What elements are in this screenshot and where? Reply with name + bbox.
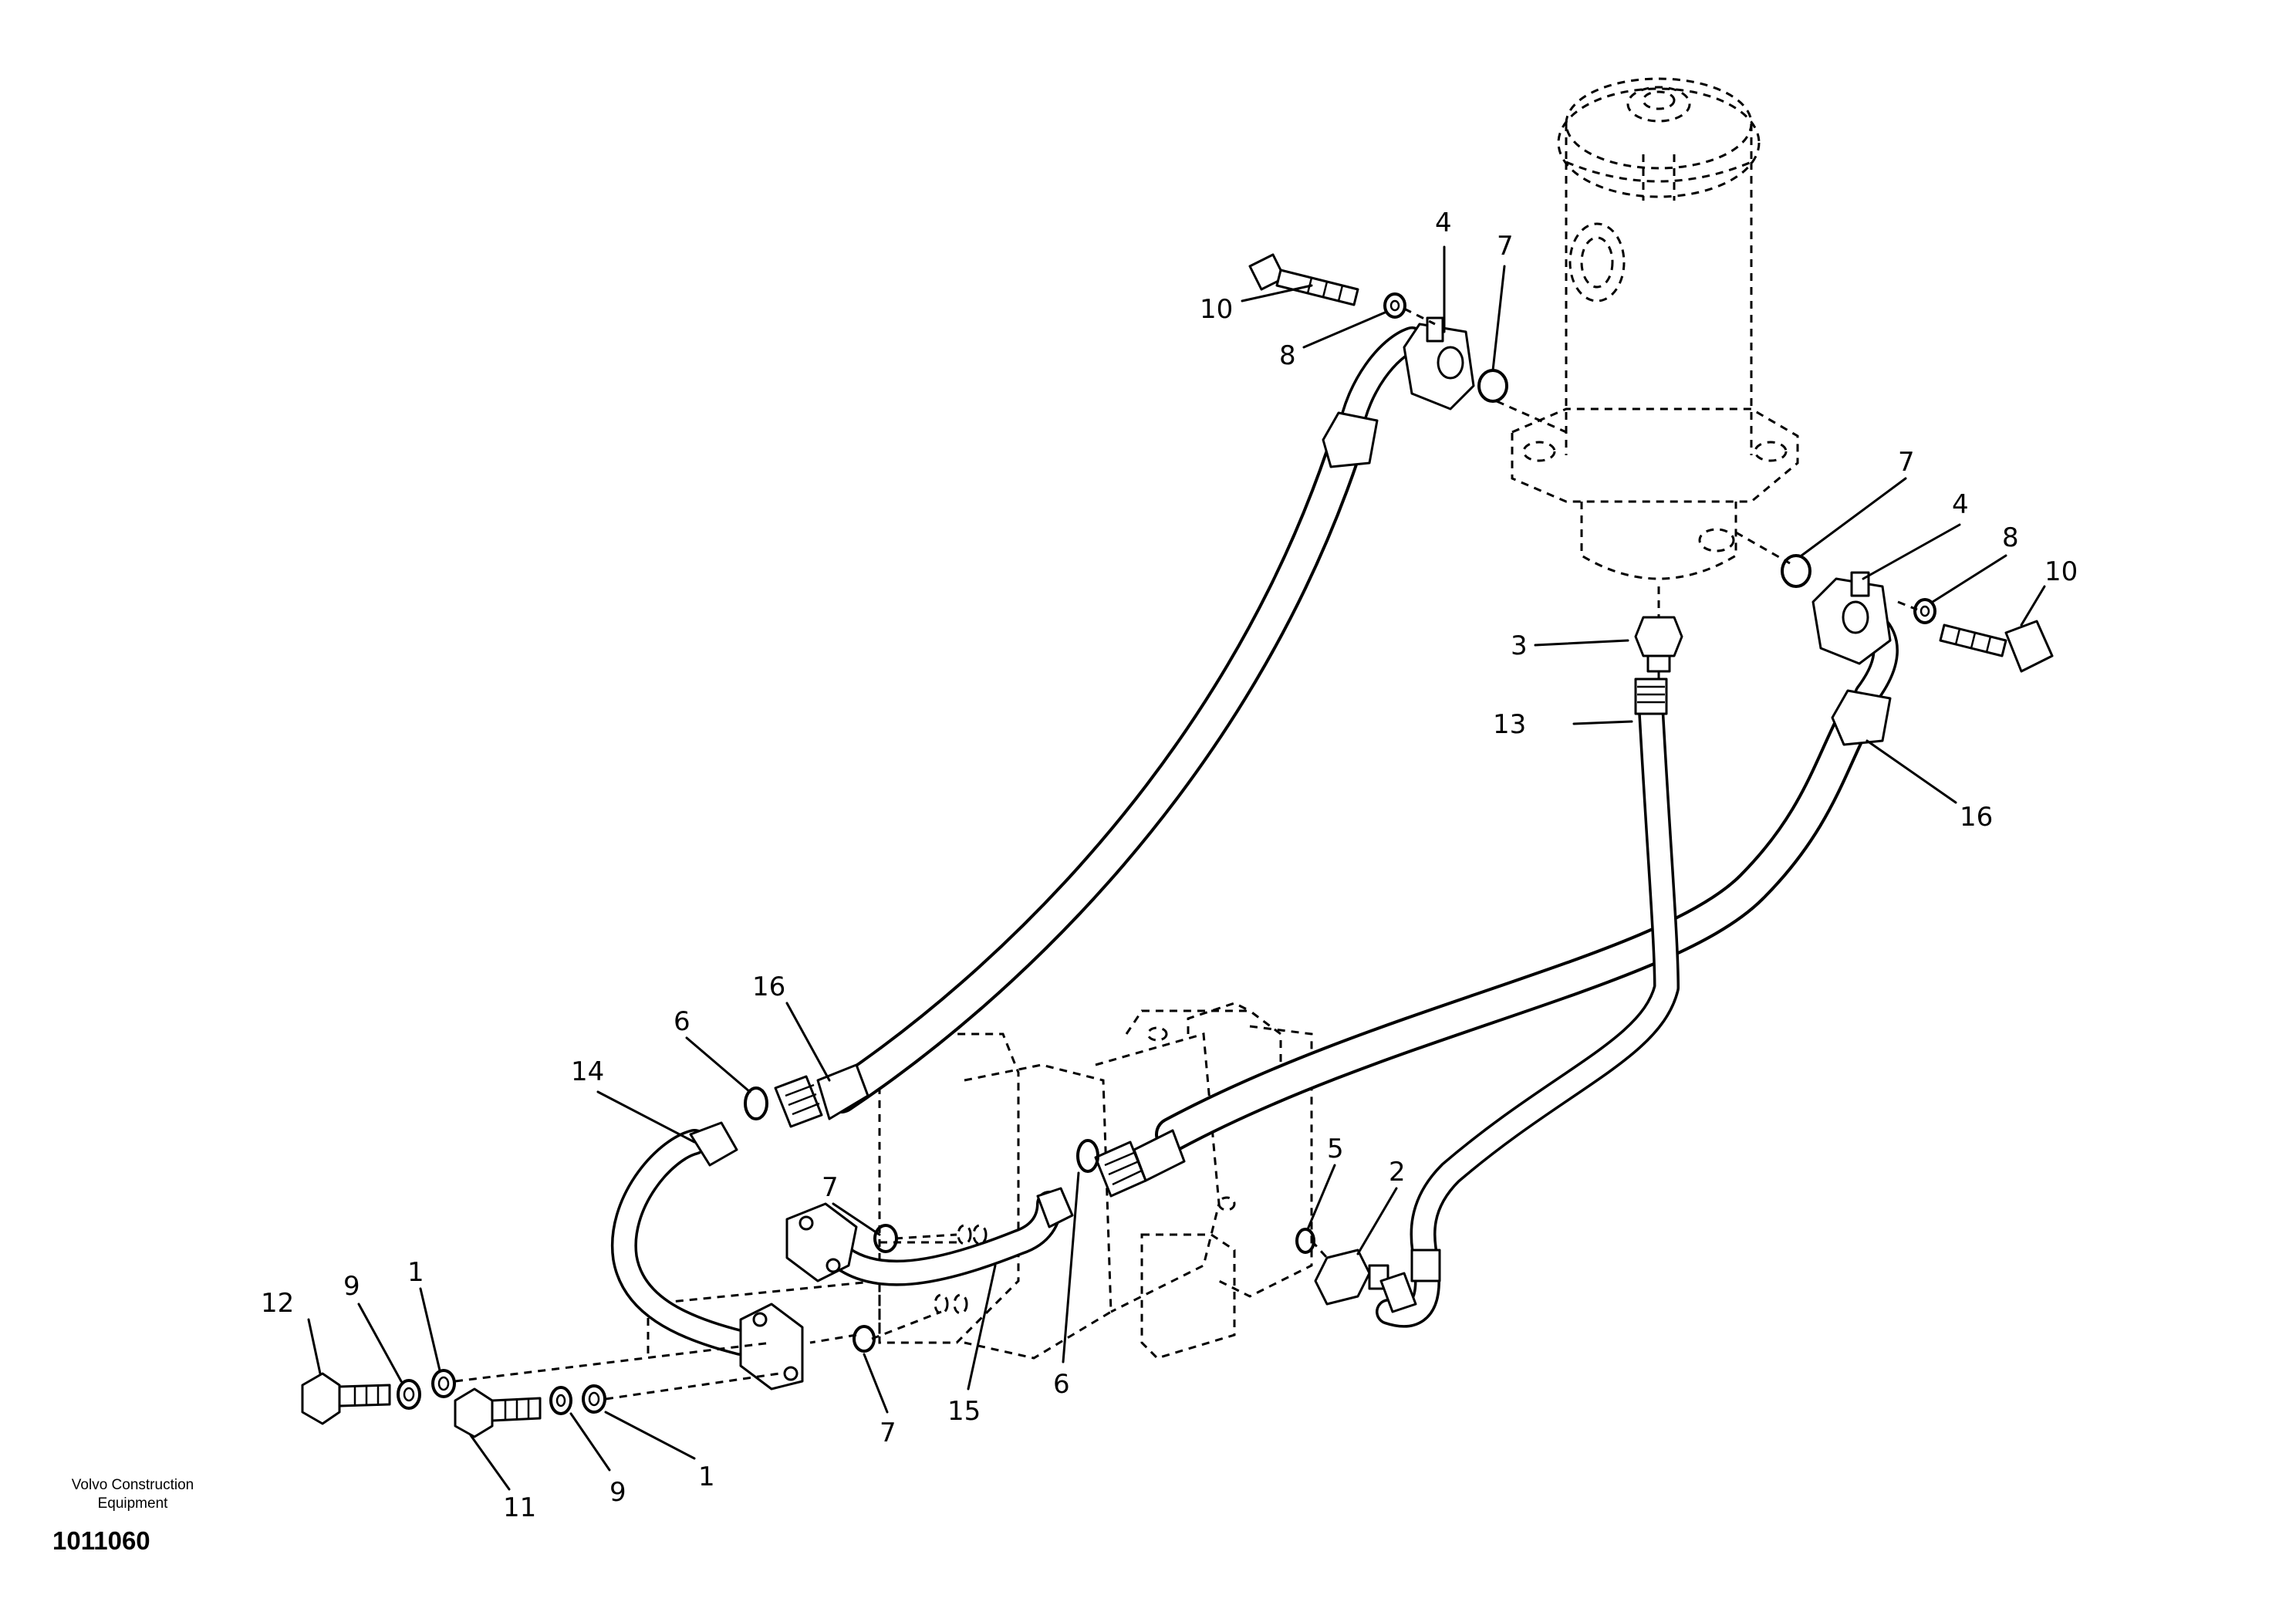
washer-8-upper: [1383, 292, 1406, 319]
bolt-11: [454, 1387, 542, 1438]
callout-11: 11: [503, 1492, 536, 1523]
seal-5: [1295, 1228, 1315, 1254]
callout-6-right: 6: [1053, 1369, 1070, 1400]
callout-14: 14: [571, 1056, 604, 1087]
callout-5: 5: [1327, 1134, 1344, 1164]
elbow-fitting: [1379, 1272, 1417, 1313]
o-ring-7-low: [853, 1325, 876, 1353]
callout-7-mid: 7: [822, 1172, 839, 1203]
washer-1-right: [582, 1384, 606, 1414]
callout-10-right: 10: [2044, 556, 2078, 587]
hose-13: [1376, 678, 1680, 1328]
filter-housing: [1511, 77, 1799, 617]
callout-16-upper: 16: [752, 972, 785, 1002]
washer-9-right: [549, 1386, 572, 1415]
callout-16-right: 16: [1960, 802, 1993, 833]
org-name-line2: Equipment: [98, 1495, 169, 1512]
callout-12: 12: [261, 1288, 294, 1319]
tube-14: [610, 1121, 804, 1391]
valve-block: [647, 1002, 1313, 1360]
callout-8-right: 8: [2002, 522, 2019, 553]
callout-7-upper: 7: [1497, 231, 1514, 262]
o-ring-7-right: [1781, 554, 1811, 588]
o-ring-6-left: [744, 1086, 768, 1120]
washer-1-left: [431, 1369, 456, 1398]
leader-lines: [307, 245, 2046, 1491]
fitting-3: [1634, 616, 1683, 673]
drawing-id: 1011060: [52, 1526, 150, 1555]
o-ring-6-right: [1076, 1139, 1099, 1173]
bolt-10-right: [1939, 620, 2054, 673]
o-ring-7-upper: [1477, 369, 1508, 403]
callout-4-right: 4: [1952, 489, 1969, 520]
callout-6-left: 6: [674, 1006, 690, 1037]
callout-9-left: 9: [343, 1271, 360, 1302]
bolt-10-upper: [1248, 253, 1359, 306]
callout-2: 2: [1389, 1157, 1406, 1188]
callout-3: 3: [1511, 630, 1528, 661]
callout-1-left: 1: [407, 1257, 424, 1288]
alignment-lines: [454, 307, 1918, 1401]
callout-7-low: 7: [880, 1418, 896, 1448]
callout-13: 13: [1493, 709, 1526, 740]
callout-8-upper: 8: [1279, 340, 1296, 371]
org-name-line1: Volvo Construction: [72, 1477, 194, 1493]
o-ring-7-mid: [873, 1224, 898, 1253]
callout-1-right: 1: [698, 1461, 715, 1492]
washer-8-right: [1913, 598, 1936, 624]
hose-16-upper: [774, 326, 1425, 1128]
callout-9-right: 9: [609, 1477, 626, 1508]
flange-4-right: [1811, 571, 1892, 665]
fitting-2: [1314, 1249, 1389, 1306]
flange-4-upper: [1403, 316, 1475, 411]
bolt-12: [301, 1372, 391, 1425]
callout-4-upper: 4: [1435, 208, 1452, 238]
callout-7-right: 7: [1898, 447, 1915, 478]
tube-15: [785, 1187, 1074, 1286]
footer: Volvo Construction Equipment 1011060: [52, 1477, 194, 1555]
callout-10-upper: 10: [1200, 294, 1233, 325]
callout-labels: 10 8 4 7 7 4 8 10 3 13 16 16 6 14 7 5 2 …: [261, 208, 2078, 1523]
callout-15: 15: [947, 1396, 981, 1427]
washer-9-left: [397, 1379, 421, 1410]
